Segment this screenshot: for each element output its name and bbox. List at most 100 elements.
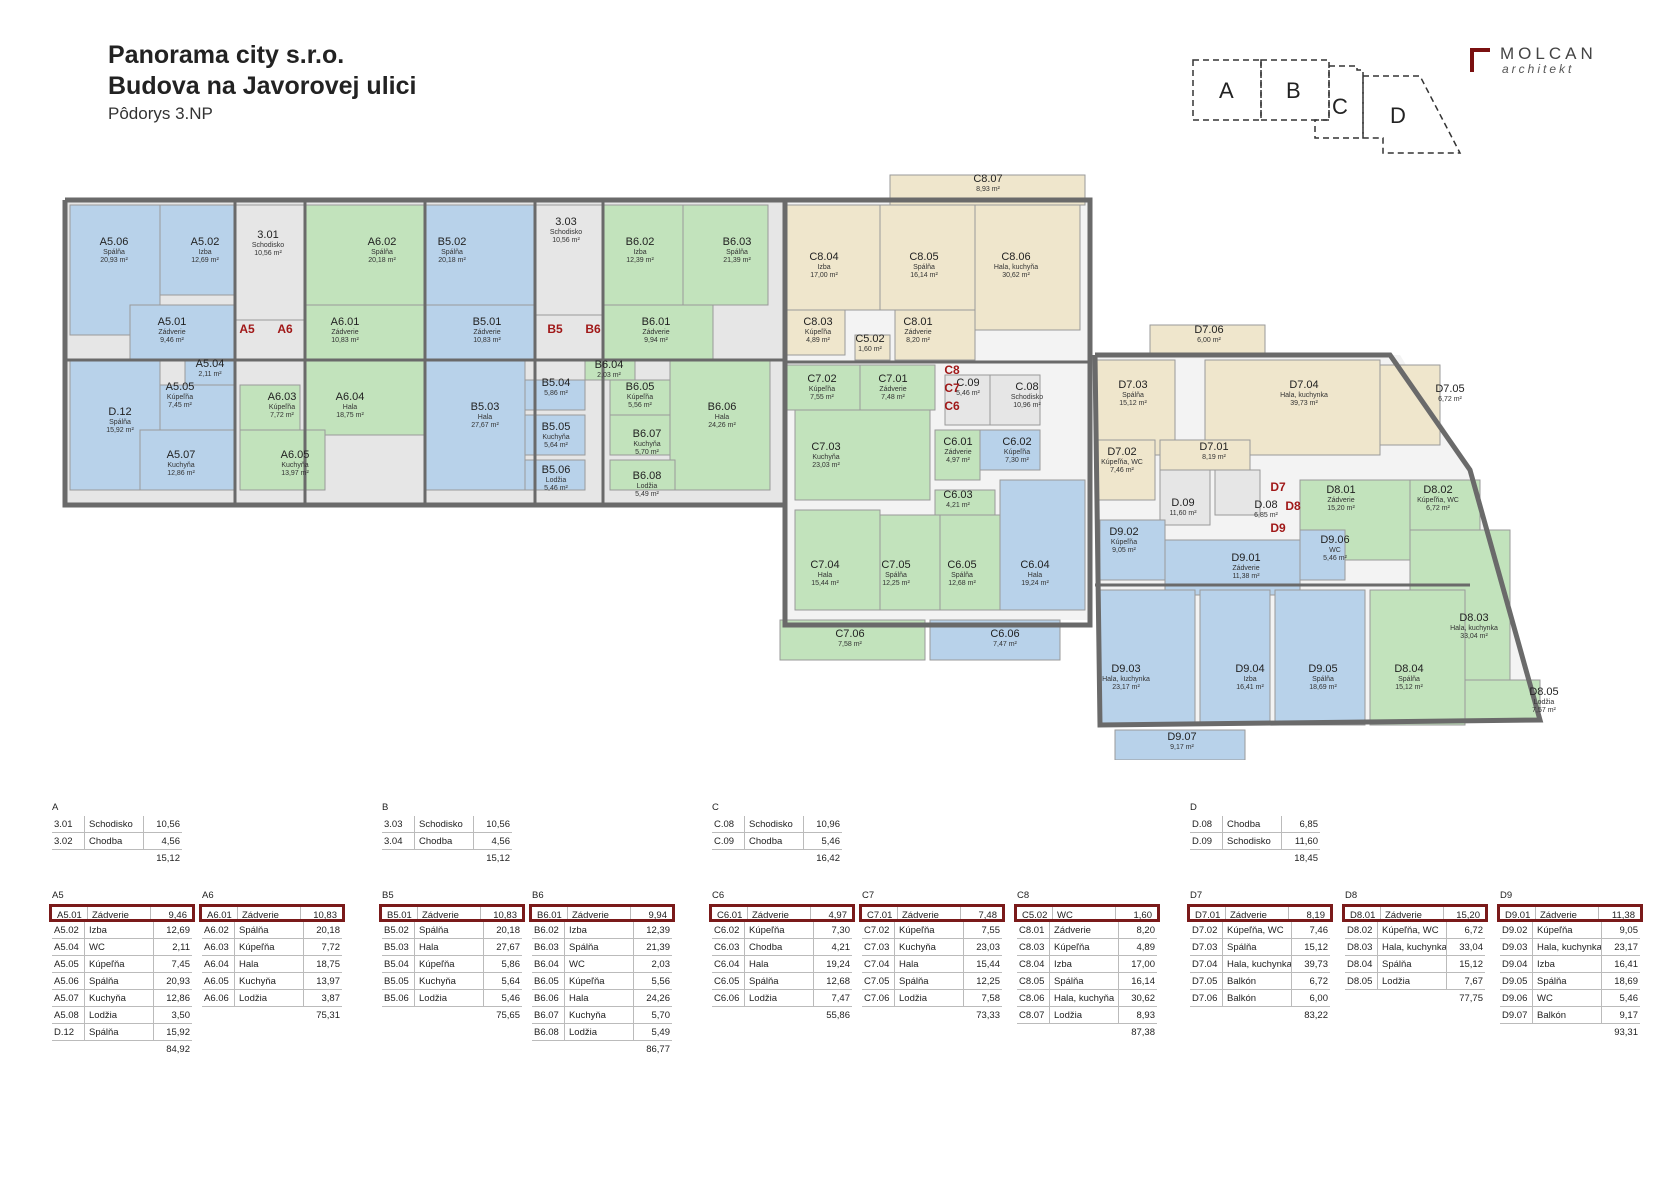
room-code: 3.03 xyxy=(382,816,415,832)
room-name: Schodisko xyxy=(252,242,284,249)
room-code: D7.01 xyxy=(1193,907,1226,921)
room-use: Spálňa xyxy=(565,939,634,955)
room-use: Kúpeľňa xyxy=(235,939,304,955)
table-title: B xyxy=(382,802,389,813)
room-name: Hala xyxy=(478,414,493,421)
room-code: D9.03 xyxy=(1500,939,1533,955)
room-c7-06: C7.067,58 m² xyxy=(835,628,864,648)
table-title: D xyxy=(1190,802,1197,813)
room-name: Hala, kuchyňa xyxy=(994,264,1038,271)
room-use: Zádverie xyxy=(1050,922,1119,938)
room-code: B5.06 xyxy=(382,990,415,1006)
room-area: 39,73 m² xyxy=(1290,400,1318,407)
room-id: D8.04 xyxy=(1394,663,1423,675)
room-area: 8,19 m² xyxy=(1202,454,1226,461)
room-c6-06: C6.067,47 m² xyxy=(990,628,1019,648)
room-area: 7,72 xyxy=(321,942,341,953)
circulation-label: A6 xyxy=(277,322,293,336)
room-code: B6.04 xyxy=(532,956,565,972)
room-use: Hala, kuchynka xyxy=(1378,939,1447,955)
room-fill xyxy=(934,429,981,481)
room-area: 5,49 m² xyxy=(635,491,659,498)
table-title: D9 xyxy=(1500,890,1513,901)
room-use: Spálňa xyxy=(235,922,304,938)
room-area: 10,56 xyxy=(156,819,180,830)
room-area: 6,00 m² xyxy=(1197,337,1221,344)
room-code: C.09 xyxy=(712,833,745,849)
room-area: 10,56 m² xyxy=(254,250,282,257)
room-use: Lodžia xyxy=(235,990,304,1006)
room-area: 27,67 m² xyxy=(471,422,499,429)
room-id: D9.01 xyxy=(1231,552,1260,564)
room-name: Izba xyxy=(1243,676,1256,683)
room-code: D8.01 xyxy=(1348,907,1381,921)
room-area: 39,73 xyxy=(1304,959,1328,970)
room-code: D7.02 xyxy=(1190,922,1223,938)
room-area: 12,69 m² xyxy=(191,257,219,264)
room-use: Schodisko xyxy=(745,816,804,832)
room-fill xyxy=(1204,359,1381,456)
room-name: Hala xyxy=(1028,572,1043,579)
room-fill xyxy=(1094,439,1156,501)
room-code: D9.06 xyxy=(1500,990,1533,1006)
room-use: Spálňa xyxy=(745,973,814,989)
title-block: Panorama city s.r.o. Budova na Javorovej… xyxy=(108,40,416,126)
room-fill xyxy=(304,359,426,436)
room-id: A5.07 xyxy=(167,449,196,461)
room-fill xyxy=(609,459,676,491)
table-total: 16,42 xyxy=(816,853,840,864)
room-use: Kuchyňa xyxy=(85,990,154,1006)
room-fill xyxy=(304,204,426,306)
room-use: Balkón xyxy=(1533,1007,1602,1023)
room-use: Schodisko xyxy=(85,816,144,832)
room-code: A5.04 xyxy=(52,939,85,955)
room-area: 5,86 m² xyxy=(544,390,568,397)
room-code: D8.02 xyxy=(1345,922,1378,938)
room-code: C6.02 xyxy=(712,922,745,938)
room-area: 5,49 xyxy=(651,1027,671,1038)
room-area: 15,20 xyxy=(1456,910,1480,921)
room-area: 33,04 m² xyxy=(1460,633,1488,640)
room-code: D7.03 xyxy=(1190,939,1223,955)
room-area: 1,60 m² xyxy=(858,346,882,353)
room-name: Lodžia xyxy=(1534,699,1555,706)
room-area: 2,11 m² xyxy=(198,371,222,378)
room-area: 5,64 xyxy=(501,976,521,987)
room-area: 12,25 xyxy=(976,976,1000,987)
room-name: Zádverie xyxy=(158,329,185,336)
room-area: 4,56 xyxy=(491,836,511,847)
room-area: 1,60 xyxy=(1133,910,1153,921)
room-fill xyxy=(879,514,941,611)
room-d7-05: D7.056,72 m² xyxy=(1435,383,1464,403)
room-id: B6.03 xyxy=(723,236,752,248)
room-use: Hala xyxy=(745,956,814,972)
room-use: Hala xyxy=(895,956,964,972)
